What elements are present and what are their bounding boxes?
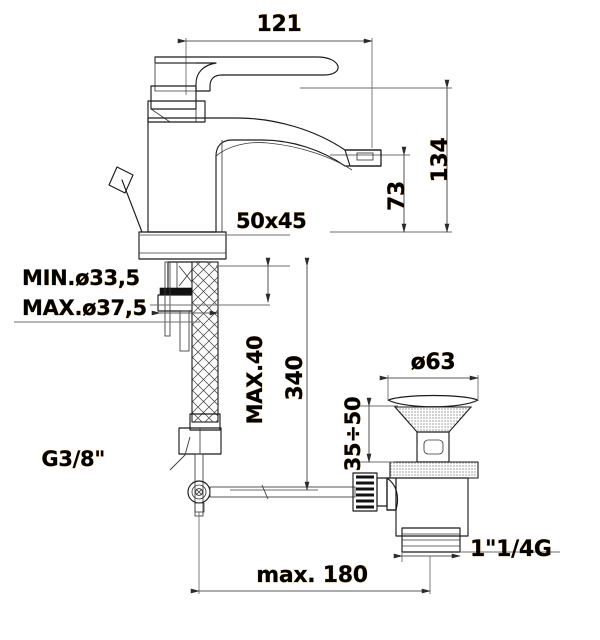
dimension-label-d63: ø63	[411, 350, 456, 375]
dimension-waste-flange-diameter: ø63	[379, 350, 479, 399]
dimension-label-340: 340	[283, 355, 308, 400]
dimension-spout-reach: 121	[177, 12, 373, 148]
dimension-total-height: 134	[300, 79, 453, 233]
knurled-ball-nut	[352, 472, 388, 512]
tie-bolt-left	[164, 261, 171, 337]
aerator-outlet	[344, 149, 382, 167]
dimension-spout-height: 73	[330, 146, 410, 233]
dimension-rod-max-distance: max. 180	[190, 512, 431, 594]
lever-handle	[154, 56, 339, 92]
dimension-label-hole-max: MAX.ø37,5	[22, 296, 147, 320]
lift-rod-knob	[108, 166, 134, 194]
dimension-hose-length: 340	[230, 257, 318, 491]
mounting-hardware-assembly	[157, 261, 222, 455]
dimension-label-121: 121	[256, 12, 301, 37]
dimension-label-73: 73	[385, 181, 410, 211]
dimension-hole-diameter: MIN.ø33,5 MAX.ø37,5	[14, 266, 270, 323]
pop-up-lift-rod	[108, 166, 143, 233]
mixer-body	[147, 117, 382, 233]
dimension-label-max40: MAX.40	[243, 336, 267, 425]
waste-flange	[387, 394, 479, 408]
waste-seat-flange	[389, 461, 479, 479]
dimension-waste-adjust-range: 35÷50	[341, 397, 398, 472]
dimension-base-footprint: 50x45	[139, 209, 307, 236]
cartridge-cover	[147, 100, 206, 123]
dimension-max-deck-thickness: MAX.40	[216, 257, 290, 425]
dimension-label-35-50: 35÷50	[341, 397, 365, 472]
braided-flexible-hose	[191, 261, 219, 423]
dimension-label-g38: G3/8"	[41, 447, 105, 471]
dimension-label-134: 134	[428, 137, 453, 182]
pop-up-waste-assembly	[386, 394, 479, 553]
mixer-body-assembly	[108, 56, 382, 260]
base-plate	[138, 231, 227, 260]
pop-up-horizontal-rod	[209, 486, 356, 498]
dimension-label-hole-min: MIN.ø33,5	[22, 266, 140, 290]
label-supply-thread: G3/8"	[41, 436, 191, 471]
hose-ferrule	[189, 413, 221, 431]
dimension-label-1-1-4g: 1"1/4G	[470, 537, 552, 562]
dimension-waste-outlet-thread: 1"1/4G	[393, 537, 560, 562]
dimension-label-max180: max. 180	[256, 563, 368, 588]
dimension-label-50x45: 50x45	[236, 209, 307, 233]
waste-stopper-slot	[423, 439, 444, 455]
